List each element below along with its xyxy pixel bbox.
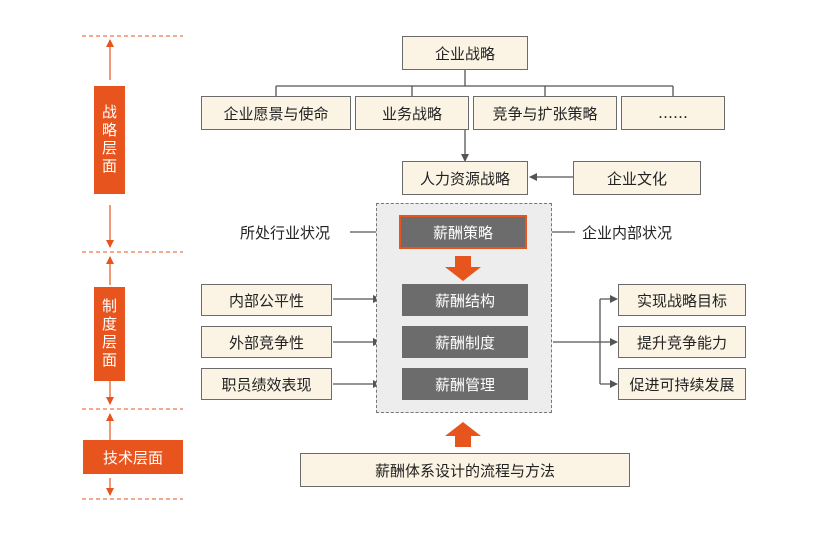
internal-status-label: 企业内部状况	[582, 224, 673, 242]
down-arrow-icon	[445, 256, 481, 281]
industry-status-label: 所处行业状况	[240, 224, 331, 242]
ellipsis-box: ……	[621, 96, 725, 130]
external-competitiveness-box: 外部竞争性	[201, 326, 332, 358]
pay-structure-box: 薪酬结构	[402, 284, 528, 316]
hr-strategy-box: 人力资源战略	[402, 161, 528, 195]
corporate-culture-box: 企业文化	[573, 161, 701, 195]
corporate-strategy-box: 企业战略	[402, 36, 528, 70]
achieve-strategic-goals-box: 实现战略目标	[618, 284, 746, 316]
input-arrows	[333, 295, 381, 388]
system-layer-label: 制度层面	[94, 287, 125, 381]
pay-management-box: 薪酬管理	[402, 368, 528, 400]
layer-separators	[82, 35, 183, 500]
business-strategy-box: 业务战略	[355, 96, 469, 130]
strategy-tree-lines	[275, 70, 674, 181]
competition-expansion-box: 竞争与扩张策略	[473, 96, 617, 130]
improve-competitiveness-box: 提升竞争能力	[618, 326, 746, 358]
design-process-method-box: 薪酬体系设计的流程与方法	[300, 453, 630, 487]
up-arrow-icon	[445, 422, 481, 447]
internal-equity-box: 内部公平性	[201, 284, 332, 316]
pay-strategy-box: 薪酬策略	[399, 215, 527, 249]
strategy-layer-label: 战略层面	[94, 86, 125, 194]
pay-system-box: 薪酬制度	[402, 326, 528, 358]
technique-layer-label: 技术层面	[83, 440, 183, 474]
vision-mission-box: 企业愿景与使命	[201, 96, 351, 130]
sustainable-development-box: 促进可持续发展	[618, 368, 746, 400]
employee-performance-box: 职员绩效表现	[201, 368, 332, 400]
outcome-arrows	[553, 295, 618, 388]
